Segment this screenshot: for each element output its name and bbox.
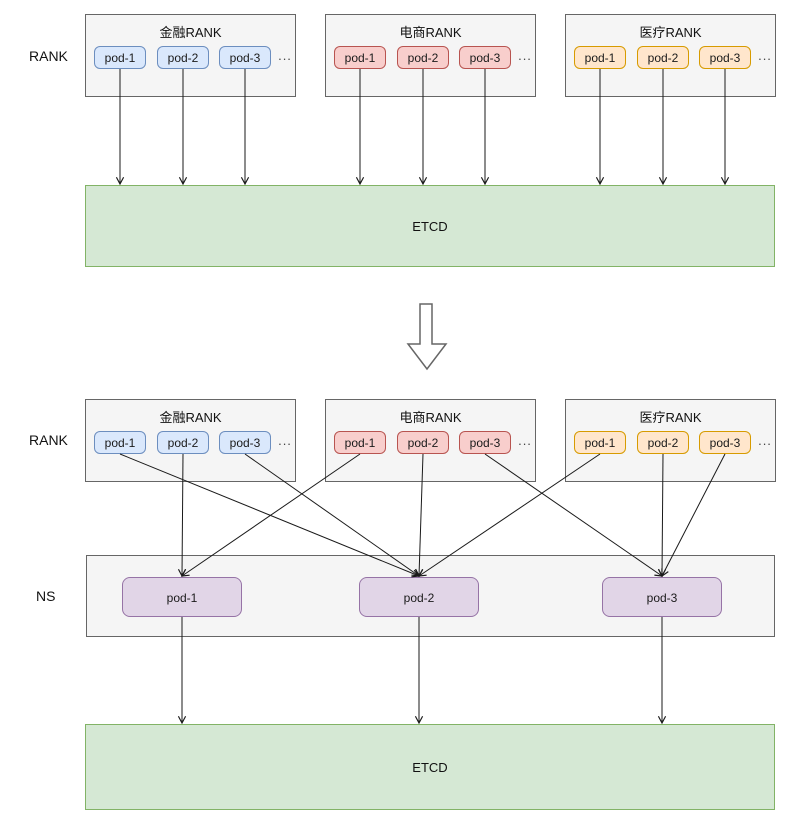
lower-etcd-box: ETCD [85, 724, 775, 810]
upper-medical-group-box: 医疗RANK pod-1 pod-2 pod-3 ... [565, 14, 776, 97]
upper-medical-group-title: 医疗RANK [639, 25, 702, 40]
upper-finance-group-title: 金融RANK [159, 25, 222, 40]
lower-rank-label: RANK [29, 432, 68, 448]
lower-ecommerce-ellipsis: ... [518, 433, 532, 448]
upper-finance-ellipsis: ... [278, 48, 292, 63]
lower-medical-pod-3: pod-3 [699, 431, 751, 454]
lower-finance-group-title: 金融RANK [159, 410, 222, 425]
lower-finance-pod-2: pod-2 [157, 431, 209, 454]
upper-medical-pod-2: pod-2 [637, 46, 689, 69]
upper-finance-pod-3: pod-3 [219, 46, 271, 69]
lower-ecommerce-group-box: 电商RANK pod-1 pod-2 pod-3 ... [325, 399, 536, 482]
upper-ecommerce-group-box: 电商RANK pod-1 pod-2 pod-3 ... [325, 14, 536, 97]
lower-ecommerce-pod-1: pod-1 [334, 431, 386, 454]
lower-ecommerce-group-title: 电商RANK [399, 410, 462, 425]
lower-medical-ellipsis: ... [758, 433, 772, 448]
section-transition-down-arrow-icon [406, 303, 448, 371]
upper-rank-label: RANK [29, 48, 68, 64]
upper-medical-pod-3: pod-3 [699, 46, 751, 69]
lower-etcd-label: ETCD [412, 759, 448, 775]
lower-medical-group-box: 医疗RANK pod-1 pod-2 pod-3 ... [565, 399, 776, 482]
lower-ecommerce-pod-3: pod-3 [459, 431, 511, 454]
lower-ecommerce-pod-2: pod-2 [397, 431, 449, 454]
lower-medical-group-title: 医疗RANK [639, 410, 702, 425]
lower-finance-pod-3: pod-3 [219, 431, 271, 454]
ns-pod-2: pod-2 [359, 577, 479, 617]
upper-medical-pod-1: pod-1 [574, 46, 626, 69]
upper-ecommerce-group-title: 电商RANK [399, 25, 462, 40]
ns-pod-3: pod-3 [602, 577, 722, 617]
upper-finance-pod-2: pod-2 [157, 46, 209, 69]
ns-label: NS [36, 588, 56, 604]
upper-ecommerce-pod-2: pod-2 [397, 46, 449, 69]
ns-pod-1: pod-1 [122, 577, 242, 617]
upper-etcd-box: ETCD [85, 185, 775, 267]
lower-medical-pod-1: pod-1 [574, 431, 626, 454]
upper-ecommerce-pod-3: pod-3 [459, 46, 511, 69]
upper-ecommerce-pod-1: pod-1 [334, 46, 386, 69]
upper-finance-pod-1: pod-1 [94, 46, 146, 69]
lower-medical-pod-2: pod-2 [637, 431, 689, 454]
lower-finance-group-box: 金融RANK pod-1 pod-2 pod-3 ... [85, 399, 296, 482]
upper-etcd-label: ETCD [412, 218, 448, 234]
upper-ecommerce-ellipsis: ... [518, 48, 532, 63]
lower-finance-ellipsis: ... [278, 433, 292, 448]
lower-finance-pod-1: pod-1 [94, 431, 146, 454]
upper-medical-ellipsis: ... [758, 48, 772, 63]
upper-finance-group-box: 金融RANK pod-1 pod-2 pod-3 ... [85, 14, 296, 97]
